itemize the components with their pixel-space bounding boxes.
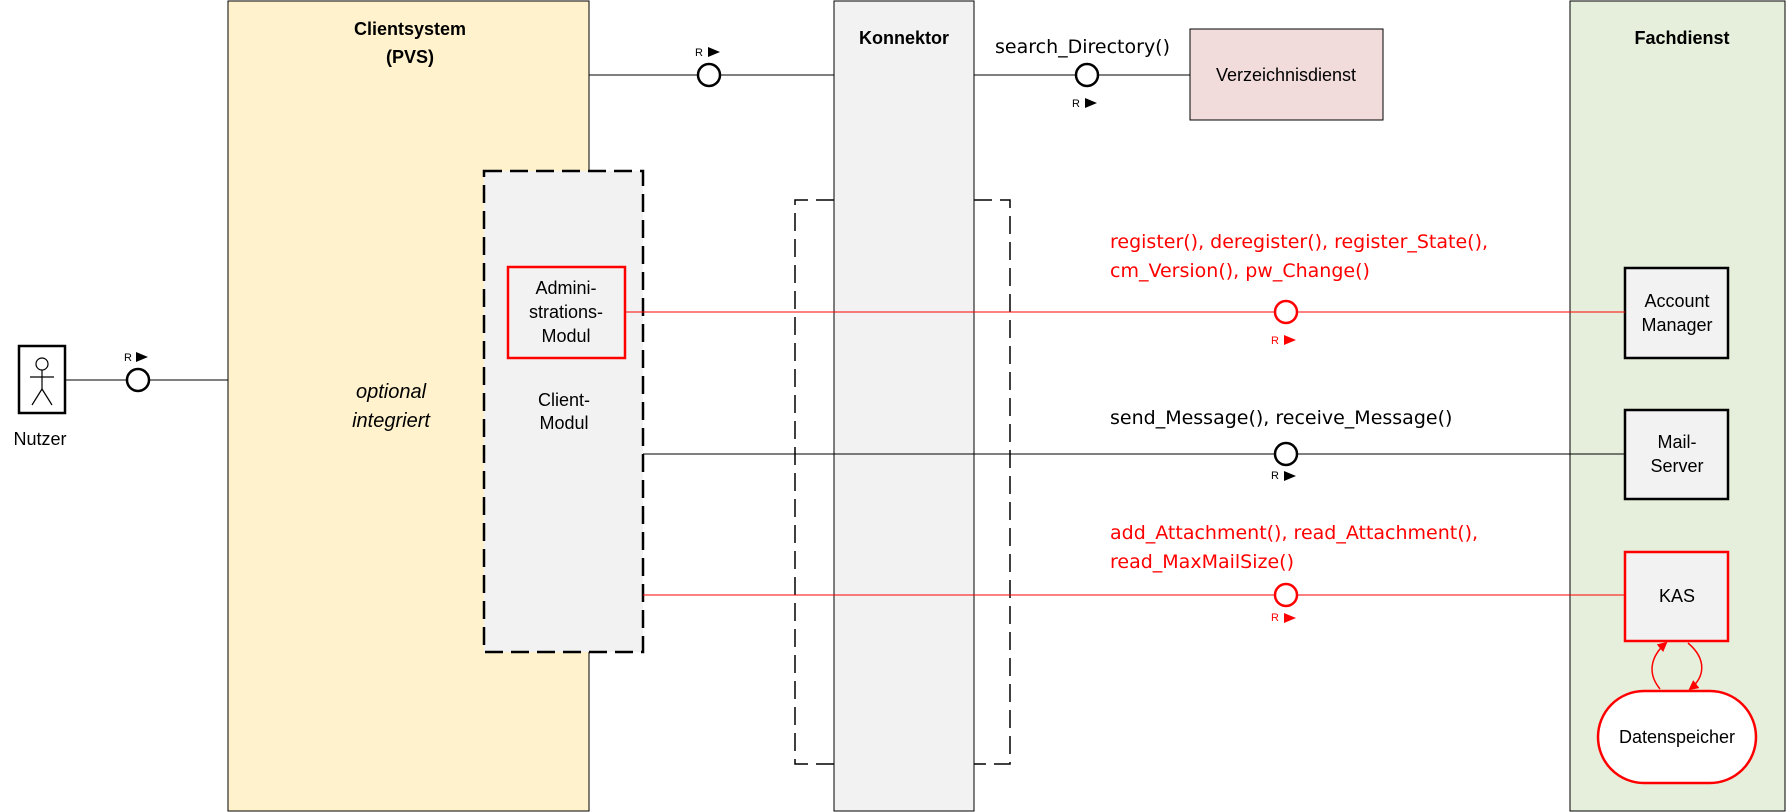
kas-operations-line-2: read_MaxMailSize() xyxy=(1110,551,1294,573)
kas-label: KAS xyxy=(1659,586,1695,606)
client-modul-label-1: Client- xyxy=(538,390,590,410)
svg-text:R: R xyxy=(1072,98,1080,110)
kas-operations-line-1: add_Attachment(), read_Attachment(), xyxy=(1110,522,1478,544)
clientsystem-note-optional: optional xyxy=(356,381,427,403)
svg-text:R: R xyxy=(1271,335,1279,347)
admin-modul-label-3: Modul xyxy=(541,326,590,346)
user-icon xyxy=(30,357,54,406)
datenspeicher-label: Datenspeicher xyxy=(1619,727,1735,747)
mail-server-box xyxy=(1623,408,1730,501)
konnektor-title: Konnektor xyxy=(859,28,949,48)
datenspeicher-box xyxy=(1596,689,1758,785)
konnektor-dashed-frame-right xyxy=(974,199,1011,765)
mail-interface-r-tag: R xyxy=(1271,470,1296,482)
client-modul-label-2: Modul xyxy=(539,413,588,433)
admin-modul-box xyxy=(506,265,627,360)
mail-server-label-2: Server xyxy=(1650,456,1703,476)
svg-text:R: R xyxy=(695,47,703,59)
clientsystem-note-integriert: integriert xyxy=(352,410,431,432)
clientsystem-konnektor-interface-symbol xyxy=(696,62,722,88)
mail-interface-symbol xyxy=(1273,441,1299,467)
admin-modul-label-1: Admini- xyxy=(535,278,596,298)
kas-box xyxy=(1623,550,1730,643)
verzeichnisdienst-box xyxy=(1189,28,1384,121)
verzeichnis-interface-symbol xyxy=(1074,62,1100,88)
svg-text:R: R xyxy=(1271,470,1279,482)
kas-interface-r-tag: R xyxy=(1271,612,1296,624)
account-manager-label-2: Manager xyxy=(1641,315,1712,335)
account-manager-label-1: Account xyxy=(1644,291,1709,311)
search-directory-operation: search_Directory() xyxy=(995,36,1170,58)
fachdienst-box xyxy=(1569,0,1786,812)
client-modul-box xyxy=(482,169,645,654)
svg-text:R: R xyxy=(124,352,132,364)
konnektor-box xyxy=(833,0,975,812)
clientsystem-title: Clientsystem xyxy=(354,19,466,39)
admin-modul-label-2: strations- xyxy=(529,302,603,322)
clientsystem-konnektor-r-tag: R xyxy=(695,47,720,59)
datenspeicher-to-kas-arrow xyxy=(1651,641,1668,690)
account-operations-line-2: cm_Version(), pw_Change() xyxy=(1110,260,1370,282)
kas-to-datenspeicher-arrow xyxy=(1687,642,1703,691)
verzeichnis-interface-r-tag: R xyxy=(1072,98,1097,110)
nutzer-label: Nutzer xyxy=(13,429,66,449)
fachdienst-title: Fachdienst xyxy=(1634,28,1729,48)
mail-server-label-1: Mail- xyxy=(1658,432,1697,452)
account-interface-r-tag: R xyxy=(1271,335,1296,347)
nutzer-interface-symbol xyxy=(125,367,151,393)
account-manager-box xyxy=(1623,266,1730,360)
clientsystem-subtitle: (PVS) xyxy=(386,47,434,67)
verzeichnisdienst-label: Verzeichnisdienst xyxy=(1216,65,1356,85)
svg-text:R: R xyxy=(1271,612,1279,624)
mail-operations: send_Message(), receive_Message() xyxy=(1110,407,1452,429)
konnektor-dashed-frame-left xyxy=(794,199,834,765)
kas-interface-symbol xyxy=(1273,582,1299,608)
nutzer-interface-r-tag: R xyxy=(124,352,148,364)
account-interface-symbol xyxy=(1273,299,1299,325)
account-operations-line-1: register(), deregister(), register_State… xyxy=(1110,231,1488,253)
